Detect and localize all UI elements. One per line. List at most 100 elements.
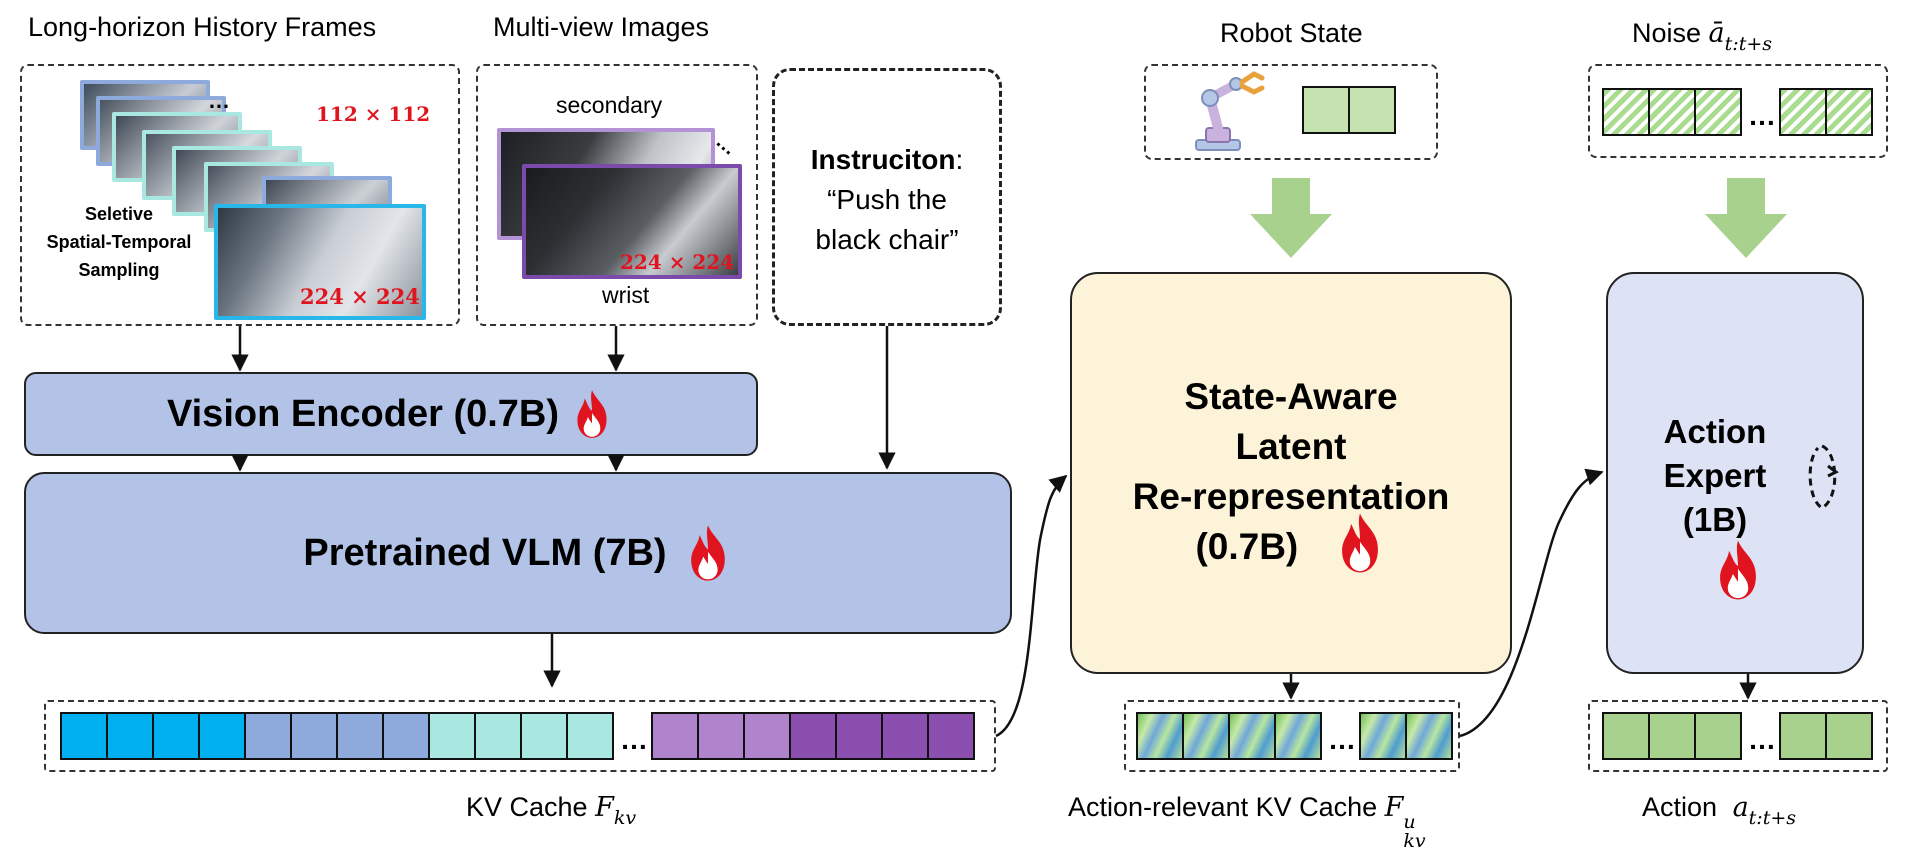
- kv-cell: [106, 712, 154, 760]
- robot-state-box: [1144, 64, 1438, 160]
- secondary-view-label: secondary: [556, 92, 663, 118]
- kv-cache-cells: …: [60, 712, 975, 760]
- action-kv-cell: [1182, 712, 1230, 760]
- green-arrow-noise: [1705, 178, 1787, 258]
- noise-cell: [1825, 88, 1873, 136]
- action-symbol: a: [1732, 792, 1749, 823]
- latent-label-line: State-Aware: [1184, 376, 1398, 417]
- kv-cache-subscript: kv: [613, 807, 637, 829]
- kv-cell: [927, 712, 975, 760]
- kv-cell: [566, 712, 614, 760]
- vision-encoder-label: Vision Encoder (0.7B): [166, 392, 560, 435]
- action-expert-label-line: Expert: [1663, 457, 1767, 494]
- action-ellipsis: …: [1748, 724, 1777, 755]
- history-frames-box: [20, 64, 460, 326]
- kv-cell: [520, 712, 568, 760]
- action-cell: [1825, 712, 1873, 760]
- action-expert-label-line: Action: [1663, 413, 1767, 450]
- sampling-label: Seletive Spatial-Temporal Sampling: [30, 200, 208, 284]
- latent-label: State-Aware Latent Re-representation (0.…: [1070, 372, 1512, 575]
- rotate-icon: [1808, 444, 1839, 510]
- history-large-size-label: 224 × 224: [300, 284, 420, 309]
- action-kv-cell: [1136, 712, 1184, 760]
- action-expert-block: [1606, 272, 1864, 674]
- action-kv-ellipsis: …: [1328, 724, 1357, 755]
- action-kv-cell: [1274, 712, 1322, 760]
- noise-subscript: t:t+s: [1724, 33, 1772, 55]
- latent-param-label: (0.7B): [1195, 526, 1299, 567]
- latent-label-line: Latent: [1235, 426, 1347, 467]
- instruction-line: black chair”: [815, 224, 959, 255]
- instruction-box: [772, 68, 1002, 326]
- latent-rerepresentation-block: [1070, 272, 1512, 674]
- kv-cell: [835, 712, 883, 760]
- kv-cache-symbol: F: [595, 792, 614, 823]
- action-cell: [1602, 712, 1650, 760]
- noise-cell: [1648, 88, 1696, 136]
- state-cell: [1348, 86, 1396, 134]
- fire-icon: [577, 390, 607, 438]
- arrow-action-kv-to-expert: [1459, 468, 1604, 738]
- robot-state-cells: [1302, 86, 1396, 134]
- instruction-text: Instruciton: “Push the black chair”: [772, 140, 1002, 260]
- vlm-label: Pretrained VLM (7B): [303, 531, 667, 574]
- latent-label-line: (0.7B): [1070, 513, 1512, 575]
- instruction-colon: :: [955, 144, 964, 175]
- noise-title: Noise āt:t+s: [1632, 18, 1772, 55]
- noise-text: Noise: [1632, 18, 1702, 48]
- kv-cell: [244, 712, 292, 760]
- kv-cell: [881, 712, 929, 760]
- sampling-label-line: Seletive: [84, 204, 154, 224]
- sampling-label-line: Sampling: [78, 260, 160, 280]
- action-kv-superscript: u: [1403, 811, 1416, 833]
- pretrained-vlm-block: Pretrained VLM (7B): [24, 472, 1012, 634]
- action-text: Action: [1642, 792, 1718, 822]
- noise-cell: [1694, 88, 1742, 136]
- arrow-kv-to-latent: [995, 474, 1068, 738]
- kv-cache-label: KV Cache Fkv: [466, 792, 636, 829]
- kv-cell: [60, 712, 108, 760]
- action-output-box: [1588, 700, 1888, 772]
- action-cells: …: [1602, 712, 1873, 760]
- instruction-heading: Instruciton: [810, 144, 956, 175]
- noise-box: [1588, 64, 1888, 158]
- multiview-size-label: 224 × 224: [620, 250, 735, 274]
- green-arrow-state: [1250, 178, 1332, 258]
- noise-cell: [1602, 88, 1650, 136]
- wrist-view-image: [522, 164, 742, 279]
- sampling-label-line: Spatial-Temporal: [46, 232, 192, 252]
- action-cell: [1779, 712, 1827, 760]
- action-kv-text: Action-relevant KV Cache: [1068, 792, 1378, 822]
- state-cell: [1302, 86, 1350, 134]
- kv-ellipsis: …: [620, 724, 649, 755]
- green-arrows: [1250, 178, 1787, 258]
- fire-icon: [690, 525, 725, 581]
- wrist-view-label: wrist: [602, 282, 650, 308]
- frame-stack-dots: …: [208, 88, 233, 113]
- action-kv-cells: …: [1136, 712, 1453, 760]
- history-frames-title: Long-horizon History Frames: [28, 12, 377, 42]
- kv-cell: [697, 712, 745, 760]
- latent-label-line: Re-representation: [1132, 476, 1450, 517]
- robot-state-title: Robot State: [1220, 18, 1363, 48]
- fire-icon: [1341, 513, 1378, 573]
- action-expert-label: Action Expert (1B): [1630, 410, 1800, 542]
- robot-arm-icon: [1195, 71, 1265, 151]
- action-expert-label-line: (1B): [1682, 501, 1748, 538]
- action-kv-cell: [1405, 712, 1453, 760]
- vision-encoder-block: Vision Encoder (0.7B): [24, 372, 758, 456]
- noise-symbol: ā: [1708, 18, 1725, 49]
- kv-cell: [789, 712, 837, 760]
- multiview-title: Multi-view Images: [493, 12, 710, 42]
- action-kv-cache-box: [1124, 700, 1460, 772]
- history-small-size-label: 112 × 112: [316, 102, 431, 126]
- kv-cache-box: [44, 700, 996, 772]
- kv-cell: [290, 712, 338, 760]
- action-label: Action at:t+s: [1642, 792, 1796, 829]
- fire-icon: [1720, 540, 1756, 600]
- action-subscript: t:t+s: [1748, 807, 1797, 829]
- kv-cache-text: KV Cache: [466, 792, 588, 822]
- action-cell: [1648, 712, 1696, 760]
